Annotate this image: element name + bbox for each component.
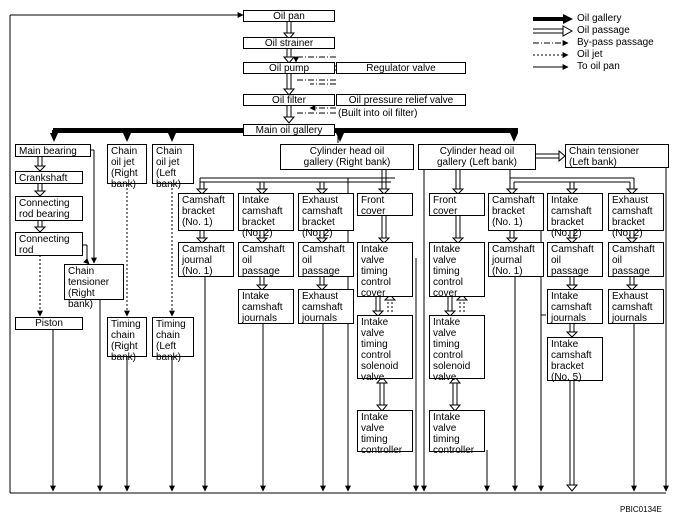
chain-oil-jet-right-bank-box: Chain oil jet (Right bank) bbox=[107, 144, 147, 190]
rb-front-cover-box: Front cover bbox=[357, 193, 413, 217]
lb-ivtc-controller-box: Intake valve timing controller bbox=[429, 410, 485, 456]
right-bank-passages bbox=[195, 135, 395, 412]
legend-to-oil-pan: To oil pan bbox=[577, 61, 620, 72]
rb-exhaust-camshaft-oil-passage-box: Camshaft oil passage bbox=[298, 242, 354, 277]
timing-chain-right-bank-box: Timing chain (Right bank) bbox=[107, 317, 147, 363]
chain-tensioner-right-bank-box: Chain tensioner (Right bank) bbox=[64, 264, 124, 310]
oil-strainer-box: Oil strainer bbox=[243, 37, 335, 49]
oil-pump-box: Oil pump bbox=[243, 62, 335, 74]
legend bbox=[533, 14, 574, 70]
lb-exhaust-camshaft-bracket-no2-box: Exhaust camshaft bracket (No. 2) bbox=[608, 193, 664, 239]
lb-intake-camshaft-journals-box: Intake camshaft journals bbox=[547, 289, 603, 324]
lb-intake-camshaft-bracket-no2-box: Intake camshaft bracket (No. 2) bbox=[547, 193, 603, 239]
bypass-passages bbox=[293, 56, 336, 114]
chain-oil-jet-left-bank-box: Chain oil jet (Left bank) bbox=[152, 144, 194, 190]
rb-intake-camshaft-bracket-no2-box: Intake camshaft bracket (No. 2) bbox=[238, 193, 294, 239]
connecting-rod-bearing-box: Connecting rod bearing bbox=[15, 196, 83, 221]
main-bearing-box: Main bearing bbox=[15, 144, 91, 157]
jet-passages bbox=[37, 184, 175, 317]
main-gallery-bar bbox=[50, 128, 518, 142]
oil-pan-box: Oil pan bbox=[243, 10, 335, 22]
legend-gallery-arrow bbox=[533, 14, 573, 24]
legend-passage-arrow bbox=[533, 25, 574, 37]
left-passages bbox=[33, 149, 97, 265]
right-bank-return-dotted bbox=[383, 294, 397, 312]
lb-intake-camshaft-bracket-no5-box: Intake camshaft bracket (No. 5) bbox=[547, 337, 603, 383]
legend-oil-passage: Oil passage bbox=[577, 25, 630, 36]
cylinder-head-oil-gallery-left-bank-box: Cylinder head oil gallery (Left bank) bbox=[418, 144, 536, 170]
rb-intake-camshaft-oil-passage-box: Camshaft oil passage bbox=[238, 242, 294, 277]
lb-ivtc-cover-box: Intake valve timing control cover bbox=[429, 242, 485, 299]
lb-exhaust-camshaft-oil-passage-box: Camshaft oil passage bbox=[608, 242, 664, 277]
lb-ivtc-solenoid-valve-box: Intake valve timing control solenoid val… bbox=[429, 315, 485, 383]
rb-exhaust-camshaft-journals-box: Exhaust camshaft journals bbox=[298, 289, 354, 324]
oil-filter-box: Oil filter bbox=[243, 94, 335, 106]
legend-oil-gallery: Oil gallery bbox=[577, 13, 622, 24]
rb-intake-camshaft-journals-box: Intake camshaft journals bbox=[238, 289, 294, 324]
rb-exhaust-camshaft-bracket-no2-box: Exhaust camshaft bracket (No. 2) bbox=[298, 193, 354, 239]
connecting-rod-box: Connecting rod bbox=[15, 232, 83, 256]
left-bank-passages bbox=[443, 149, 639, 492]
rb-ivtc-cover-box: Intake valve timing control cover bbox=[357, 242, 413, 299]
oil-pressure-relief-valve-box: Oil pressure relief valve bbox=[336, 94, 466, 106]
lb-front-cover-box: Front cover bbox=[429, 193, 485, 217]
rb-camshaft-journal-no1-box: Camshaft journal (No. 1) bbox=[178, 242, 234, 277]
crankshaft-box: Crankshaft bbox=[15, 171, 83, 184]
lb-exhaust-camshaft-journals-box: Exhaust camshaft journals bbox=[608, 289, 664, 324]
legend-bypass: By-pass passage bbox=[577, 37, 654, 48]
figure-code: PBIC0134E bbox=[620, 505, 662, 514]
cylinder-head-oil-gallery-right-bank-box: Cylinder head oil gallery (Right bank) bbox=[280, 144, 414, 170]
regulator-valve-box: Regulator valve bbox=[336, 62, 466, 74]
lb-camshaft-journal-no1-box: Camshaft journal (No. 1) bbox=[488, 242, 544, 277]
lb-camshaft-bracket-no1-box: Camshaft bracket (No. 1) bbox=[488, 193, 544, 231]
timing-chain-left-bank-box: Timing chain (Left bank) bbox=[152, 317, 194, 363]
rb-ivtc-solenoid-valve-box: Intake valve timing control solenoid val… bbox=[357, 315, 413, 383]
left-bank-return-dotted bbox=[455, 294, 469, 312]
lb-intake-camshaft-oil-passage-box: Camshaft oil passage bbox=[547, 242, 603, 277]
relief-valve-note: (Built into oil filter) bbox=[338, 108, 418, 119]
piston-box: Piston bbox=[15, 317, 83, 330]
chain-tensioner-left-bank-box: Chain tensioner (Left bank) bbox=[565, 144, 669, 168]
legend-oil-jet: Oil jet bbox=[577, 49, 603, 60]
rb-ivtc-controller-box: Intake valve timing controller bbox=[357, 410, 413, 456]
rb-camshaft-bracket-no1-box: Camshaft bracket (No. 1) bbox=[178, 193, 234, 231]
main-oil-gallery-box: Main oil gallery bbox=[243, 124, 335, 136]
